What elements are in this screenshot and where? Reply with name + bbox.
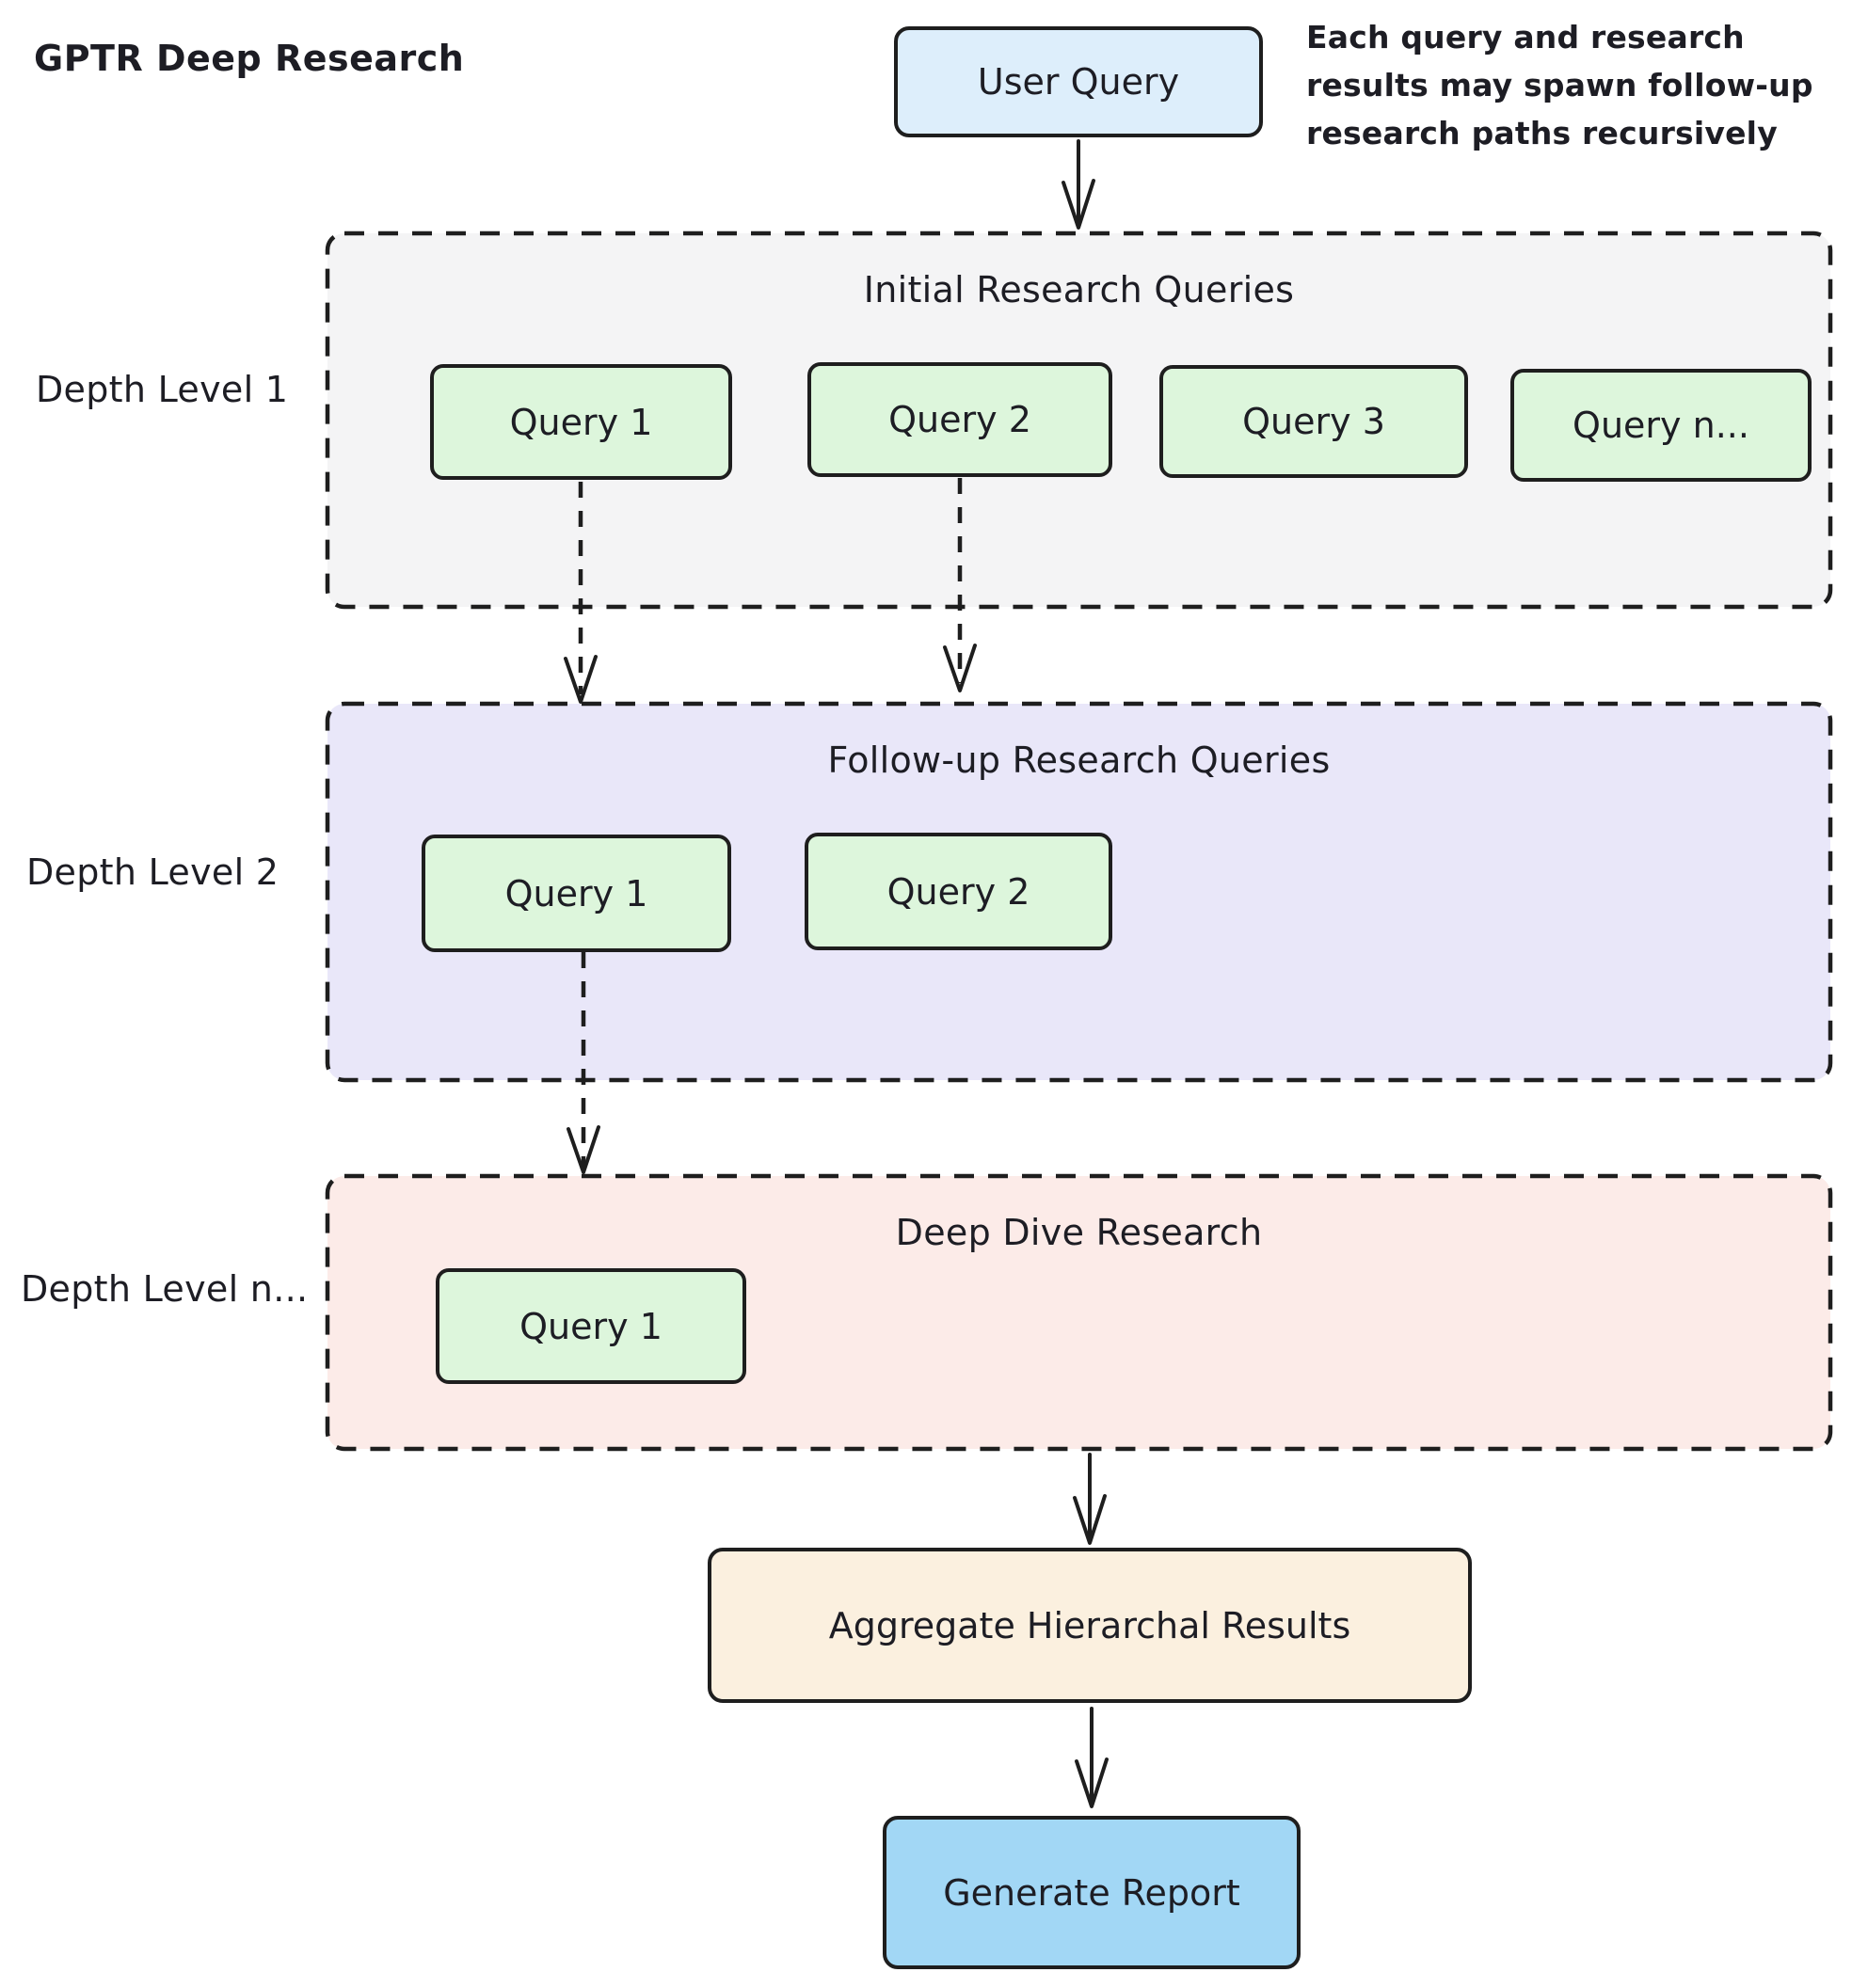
- arrow-aggregate-to-report: [1075, 1707, 1109, 1808]
- depth-level-2-container: Follow-up Research Queries Query 1 Query…: [327, 704, 1830, 1080]
- depth-level-n-container: Deep Dive Research Query 1: [327, 1176, 1830, 1449]
- leveln-query-1-node: Query 1: [436, 1268, 746, 1384]
- level2-query-1-node: Query 1: [422, 835, 731, 952]
- level1-query-3-node: Query 3: [1159, 365, 1468, 478]
- level-n-title: Deep Dive Research: [895, 1212, 1263, 1253]
- depth-level-2-label: Depth Level 2: [26, 851, 279, 893]
- depth-level-1-label: Depth Level 1: [36, 369, 289, 410]
- diagram-title: GPTR Deep Research: [34, 38, 465, 79]
- arrow-user-query-to-level1: [1062, 139, 1095, 230]
- depth-level-1-container: Initial Research Queries Query 1 Query 2…: [327, 233, 1830, 607]
- level1-query-n-node: Query n...: [1510, 369, 1812, 482]
- annotation-note: Each query and research results may spaw…: [1306, 19, 1813, 152]
- level1-query-1-node: Query 1: [430, 364, 732, 480]
- level-1-title: Initial Research Queries: [863, 269, 1295, 310]
- depth-level-n-label: Depth Level n...: [21, 1268, 309, 1310]
- level1-query-2-node: Query 2: [807, 362, 1112, 477]
- level-2-title: Follow-up Research Queries: [827, 740, 1331, 781]
- level2-query-2-node: Query 2: [805, 833, 1112, 950]
- user-query-node: User Query: [894, 26, 1263, 137]
- arrow-leveln-to-aggregate: [1073, 1453, 1107, 1545]
- aggregate-results-node: Aggregate Hierarchal Results: [708, 1548, 1472, 1703]
- generate-report-node: Generate Report: [883, 1816, 1301, 1969]
